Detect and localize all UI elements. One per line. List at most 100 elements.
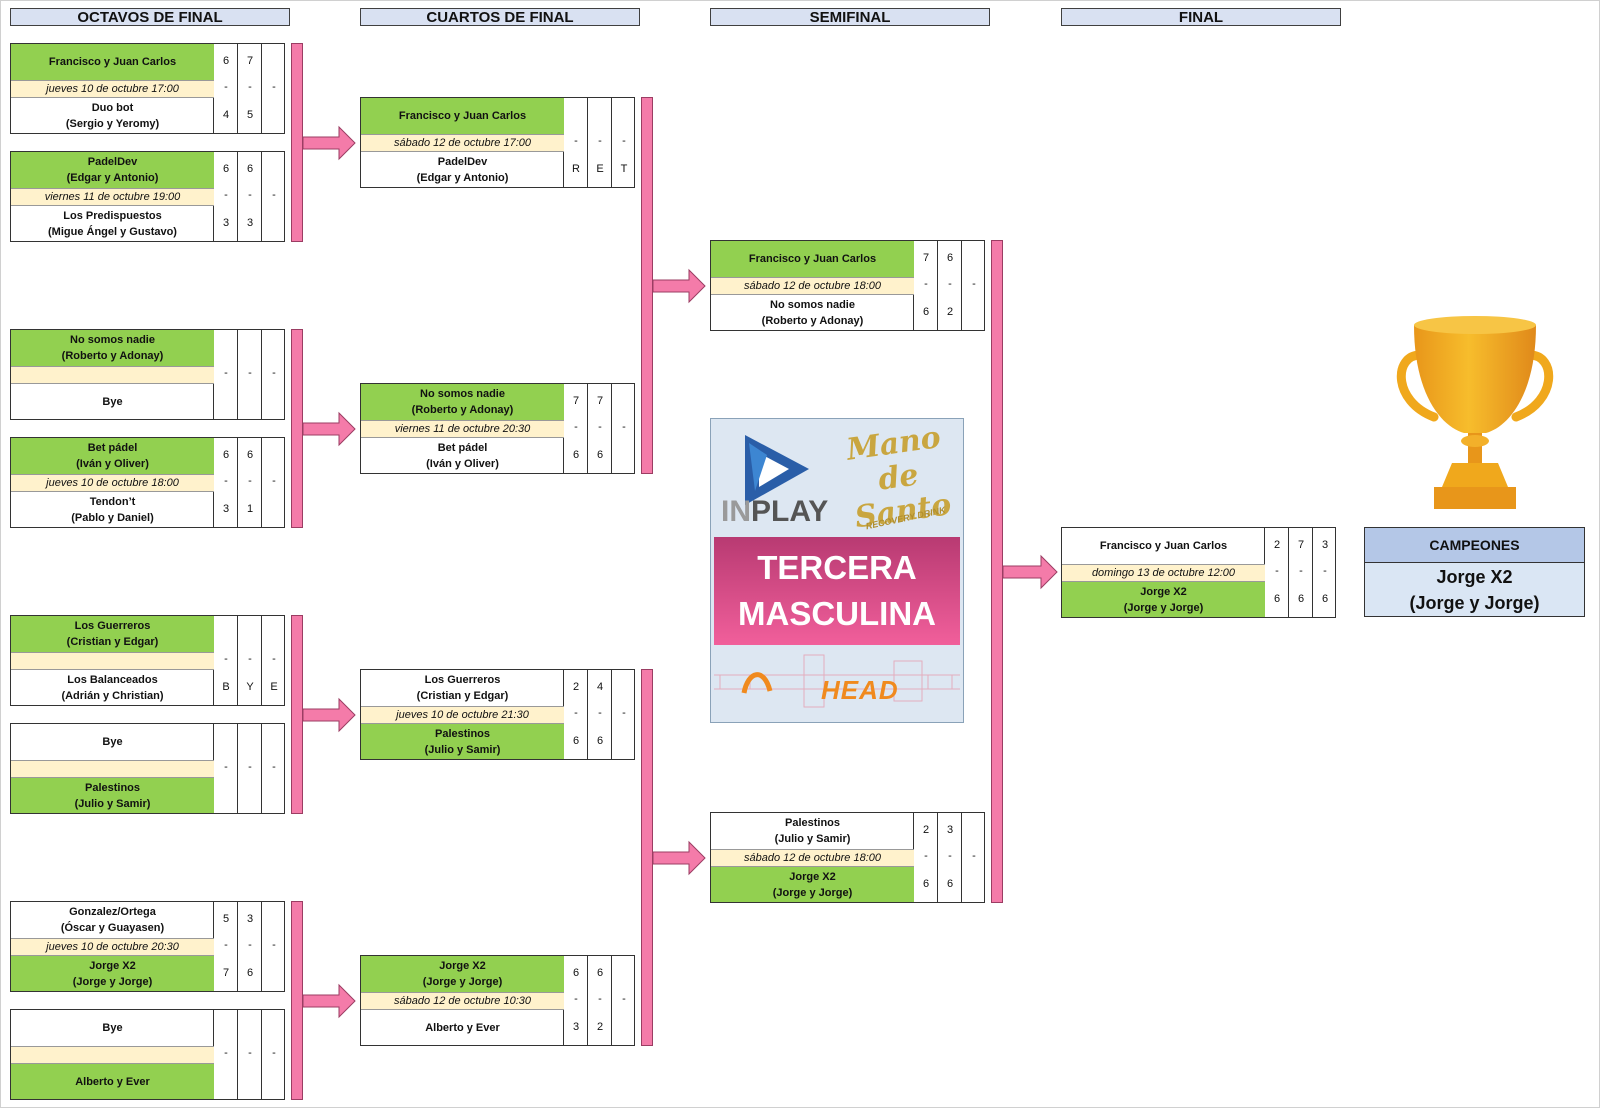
set-score-mid: - bbox=[972, 278, 976, 290]
set-score-mid: - bbox=[224, 81, 228, 93]
set-score-mid: - bbox=[272, 475, 276, 487]
set-score-mid: - bbox=[948, 278, 952, 290]
set-column-3: - bbox=[262, 152, 286, 241]
set-column-2: - bbox=[238, 724, 262, 813]
set-score-bottom: 6 bbox=[596, 735, 604, 747]
set-score-bottom: B bbox=[222, 681, 230, 693]
set-score-bottom: 2 bbox=[946, 306, 954, 318]
team-name: Los Guerreros bbox=[74, 620, 151, 632]
connector-bar-r16-2 bbox=[291, 329, 303, 528]
team-bottom: Los Predispuestos(Migue Ángel y Gustavo) bbox=[11, 206, 214, 241]
team-top: Los Guerreros(Cristian y Edgar) bbox=[361, 670, 564, 706]
team-top: No somos nadie(Roberto y Adonay) bbox=[11, 330, 214, 366]
team-top: Francisco y Juan Carlos bbox=[361, 98, 564, 134]
set-score-bottom: 6 bbox=[1321, 593, 1329, 605]
team-top: Gonzalez/Ortega(Óscar y Guayasen) bbox=[11, 902, 214, 938]
set-score-top: 6 bbox=[946, 252, 954, 264]
set-column-3: - bbox=[612, 670, 636, 759]
match-r16-3: No somos nadie(Roberto y Adonay)Bye--- bbox=[10, 329, 285, 420]
team-name: No somos nadie bbox=[420, 388, 505, 400]
advance-arrow-qf-2 bbox=[652, 840, 706, 875]
match-r16-2: PadelDev(Edgar y Antonio)viernes 11 de o… bbox=[10, 151, 285, 242]
team-name: Bye bbox=[102, 736, 123, 748]
team-bottom: Duo bot(Sergio y Yeromy) bbox=[11, 98, 214, 133]
set-score-top: 6 bbox=[246, 449, 254, 461]
set-score-mid: - bbox=[224, 189, 228, 201]
match-date: sábado 12 de octubre 18:00 bbox=[711, 849, 914, 867]
set-score-mid: - bbox=[622, 135, 626, 147]
team-name: Francisco y Juan Carlos bbox=[1099, 540, 1228, 552]
team-top: Francisco y Juan Carlos bbox=[711, 241, 914, 277]
set-column-1: 5-7 bbox=[214, 902, 238, 991]
team-bottom: PadelDev(Edgar y Antonio) bbox=[361, 152, 564, 187]
set-score-top: 3 bbox=[246, 913, 254, 925]
head-logo: HEAD bbox=[821, 675, 899, 705]
team-name: Alberto y Ever bbox=[425, 1021, 500, 1034]
set-score-mid: - bbox=[924, 850, 928, 862]
match-qf-4: Jorge X2(Jorge y Jorge)sábado 12 de octu… bbox=[360, 955, 635, 1046]
inplay-logo-icon bbox=[745, 435, 809, 505]
match-teams: No somos nadie(Roberto y Adonay)viernes … bbox=[361, 384, 564, 473]
set-score-bottom: 6 bbox=[946, 878, 954, 890]
set-score-mid: - bbox=[924, 278, 928, 290]
team-top: PadelDev(Edgar y Antonio) bbox=[11, 152, 214, 188]
set-column-1: 6-4 bbox=[214, 44, 238, 133]
match-date: sábado 12 de octubre 10:30 bbox=[361, 992, 564, 1010]
team-players: (Iván y Oliver) bbox=[76, 458, 149, 470]
set-score-mid: - bbox=[248, 761, 252, 773]
set-score-mid: - bbox=[574, 707, 578, 719]
set-score-top: 5 bbox=[222, 913, 230, 925]
set-score-mid: - bbox=[622, 421, 626, 433]
set-score-top: 7 bbox=[246, 55, 254, 67]
team-bottom: Los Balanceados(Adrián y Christian) bbox=[11, 670, 214, 705]
team-players: (Jorge y Jorge) bbox=[72, 975, 153, 988]
team-name: Alberto y Ever bbox=[75, 1075, 150, 1088]
set-score-top: 3 bbox=[1321, 539, 1329, 551]
match-teams: Bet pádel(Iván y Oliver)jueves 10 de oct… bbox=[11, 438, 214, 527]
set-column-2: 7-6 bbox=[1289, 528, 1313, 617]
match-teams: Los Guerreros(Cristian y Edgar)Los Balan… bbox=[11, 616, 214, 705]
team-players: (Sergio y Yeromy) bbox=[65, 117, 160, 130]
team-top: Bye bbox=[11, 1010, 214, 1046]
set-score-mid: - bbox=[1275, 565, 1279, 577]
set-column-2: 3 - 6 bbox=[938, 813, 962, 902]
set-score-bottom: 3 bbox=[222, 217, 230, 229]
set-score-top: 6 bbox=[222, 449, 230, 461]
set-score-top: 7 bbox=[596, 395, 604, 407]
set-score-mid: - bbox=[272, 81, 276, 93]
set-score-mid: - bbox=[1299, 565, 1303, 577]
set-score-mid: - bbox=[948, 850, 952, 862]
set-score-mid: - bbox=[272, 939, 276, 951]
set-score-mid: - bbox=[224, 653, 228, 665]
set-column-1: 6-3 bbox=[214, 152, 238, 241]
set-column-3: - bbox=[962, 813, 986, 902]
set-score-top: 7 bbox=[1297, 539, 1305, 551]
team-bottom: Palestinos(Julio y Samir) bbox=[361, 724, 564, 759]
set-column-1: 2-6 bbox=[1265, 528, 1289, 617]
team-name: Los Balanceados bbox=[67, 673, 158, 686]
set-score-bottom: R bbox=[572, 163, 580, 175]
match-date: viernes 11 de octubre 19:00 bbox=[11, 188, 214, 206]
advance-arrow-r16-2 bbox=[302, 411, 356, 446]
set-column-2: 6-3 bbox=[238, 152, 262, 241]
team-players: (Julio y Samir) bbox=[774, 833, 851, 845]
team-name: Tendon’t bbox=[89, 495, 136, 508]
set-score-bottom: E bbox=[596, 163, 604, 175]
header-semifinal: SEMIFINAL bbox=[710, 8, 990, 26]
division-title: TERCERA MASCULINA bbox=[714, 537, 960, 645]
set-score-bottom: Y bbox=[246, 681, 254, 693]
set-score-top: 3 bbox=[946, 824, 954, 836]
set-column-2: -Y bbox=[238, 616, 262, 705]
header-round-of-16: OCTAVOS DE FINAL bbox=[10, 8, 290, 26]
set-score-mid: - bbox=[574, 135, 578, 147]
match-date: jueves 10 de octubre 17:00 bbox=[11, 80, 214, 98]
set-column-2: 6-1 bbox=[238, 438, 262, 527]
set-score-top: 4 bbox=[596, 681, 604, 693]
head-logo-background bbox=[714, 654, 960, 708]
set-column-3: - bbox=[612, 384, 636, 473]
advance-arrow-r16-1 bbox=[302, 125, 356, 160]
match-teams: PadelDev(Edgar y Antonio)viernes 11 de o… bbox=[11, 152, 214, 241]
